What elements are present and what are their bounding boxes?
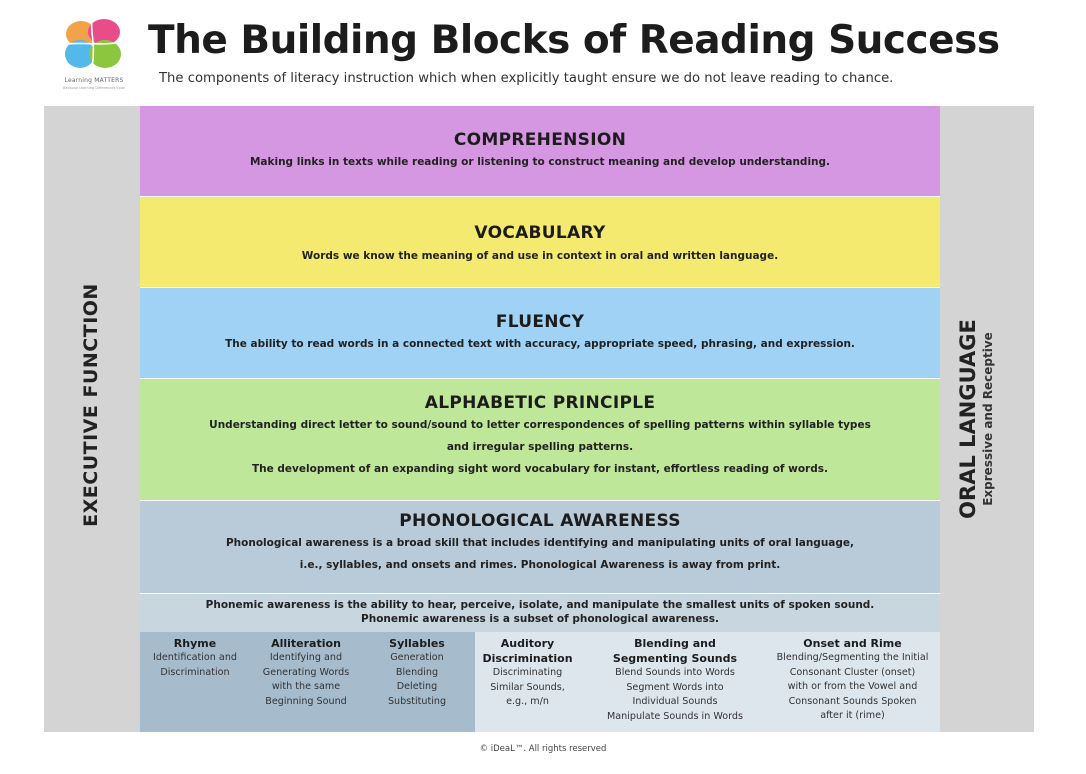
skill-line: Segment Words into: [626, 681, 724, 693]
block-description-line: and irregular spelling patterns.: [446, 441, 634, 453]
skill-title: Syllables: [389, 637, 445, 650]
skill-line: Consonant Cluster (onset): [789, 666, 916, 678]
phonological-skills-panel: [140, 632, 475, 732]
executive-function-label: EXECUTIVE FUNCTION: [80, 283, 102, 527]
header: Learning MATTERS Because Learning Differ…: [0, 0, 1086, 104]
skill-line: Identifying and: [269, 652, 343, 663]
page-subtitle: The components of literacy instruction w…: [159, 71, 894, 86]
block-description: Making links in texts while reading or l…: [249, 156, 831, 168]
skill-line: after it (rime): [820, 710, 885, 721]
skill-title: Segmenting Sounds: [612, 652, 738, 665]
executive-function-bar: EXECUTIVE FUNCTION: [44, 106, 140, 732]
brain-fold-lines: [67, 19, 121, 69]
block-title: PHONOLOGICAL AWARENESS: [399, 511, 681, 531]
skill-line: with or from the Vowel and: [787, 681, 918, 692]
brain-lobe-orange: [66, 21, 96, 47]
oral-language-label: ORAL LANGUAGE: [956, 319, 980, 519]
skill-column-syllables: Syllables Generation Blending Deleting S…: [362, 636, 472, 709]
block-description-line: Phonological awareness is a broad skill …: [225, 537, 855, 549]
skill-line: Identification and: [152, 652, 237, 663]
phonological-awareness-block: PHONOLOGICAL AWARENESS Phonological awar…: [140, 501, 940, 593]
page-title: The Building Blocks of Reading Success: [148, 18, 1000, 63]
block-description-line: The development of an expanding sight wo…: [252, 463, 828, 475]
brain-lobe-pink: [88, 19, 120, 45]
logo-tagline: Because Learning Differences Exist: [63, 86, 125, 90]
oral-language-bar: ORAL LANGUAGE Expressive and Receptive: [940, 106, 1034, 732]
skill-column-onset-rime: Onset and Rime Blending/Segmenting the I…: [765, 636, 940, 724]
skill-line: Manipulate Sounds in Words: [606, 710, 744, 722]
oral-language-sublabel: Expressive and Receptive: [981, 332, 995, 506]
phonemic-awareness-block: Phonemic awareness is the ability to hea…: [140, 594, 940, 732]
fluency-block: FLUENCY The ability to read words in a c…: [140, 288, 940, 378]
brain-logo-icon: [65, 19, 121, 69]
phonemic-intro-line: Phonemic awareness is a subset of phonol…: [361, 613, 719, 625]
skill-line: Beginning Sound: [265, 695, 347, 707]
vocabulary-block: VOCABULARY Words we know the meaning of …: [140, 197, 940, 287]
oral-language-text: ORAL LANGUAGE Expressive and Receptive: [956, 199, 1014, 639]
phonemic-intro: Phonemic awareness is the ability to hea…: [140, 598, 940, 626]
skill-line: Consonant Sounds Spoken: [788, 695, 917, 707]
skill-column-alliteration: Alliteration Identifying and Generating …: [250, 636, 362, 709]
block-title: FLUENCY: [495, 312, 585, 332]
phonemic-skills-panel: [475, 632, 940, 732]
block-description: Words we know the meaning of and use in …: [301, 250, 779, 262]
block-title: VOCABULARY: [474, 223, 606, 243]
phonemic-intro-line: Phonemic awareness is the ability to hea…: [205, 599, 875, 611]
block-title: COMPREHENSION: [453, 130, 627, 150]
skill-column-blending-segmenting: Blending and Segmenting Sounds Blend Sou…: [580, 636, 770, 724]
skill-line: Discrimination: [160, 666, 230, 678]
logo: Learning MATTERS Because Learning Differ…: [54, 14, 134, 96]
block-description-line: Understanding direct letter to sound/sou…: [209, 419, 871, 431]
skill-line: with the same: [271, 681, 341, 692]
skill-title: Alliteration: [271, 637, 341, 650]
skill-line: Individual Sounds: [632, 696, 718, 707]
skill-title: Blending and: [634, 637, 716, 650]
skill-line: Generation: [390, 652, 444, 663]
skill-line: Similar Sounds,: [490, 681, 565, 693]
logo-name: Learning MATTERS: [64, 77, 124, 84]
skill-column-auditory-discrimination: Auditory Discrimination Discriminating S…: [475, 636, 580, 710]
block-description-line: i.e., syllables, and onsets and rimes. P…: [299, 559, 781, 571]
skill-column-rhyme: Rhyme Identification and Discrimination: [140, 636, 250, 680]
skill-line: Discriminating: [492, 667, 563, 678]
skill-line: e.g., m/n: [506, 696, 549, 707]
comprehension-block: COMPREHENSION Making links in texts whil…: [140, 106, 940, 196]
skill-title: Rhyme: [173, 637, 217, 650]
alphabetic-principle-block: ALPHABETIC PRINCIPLE Understanding direc…: [140, 379, 940, 500]
skill-line: Blending/Segmenting the Initial: [776, 652, 929, 663]
brain-lobe-blue: [65, 40, 95, 68]
brain-lobe-green: [89, 40, 121, 68]
copyright-footer: © iDeaL™. All rights reserved: [479, 744, 607, 754]
skill-title: Auditory: [500, 637, 555, 650]
skill-line: Blend Sounds into Words: [615, 667, 735, 678]
skill-line: Substituting: [387, 695, 447, 707]
block-title: ALPHABETIC PRINCIPLE: [424, 393, 656, 413]
skill-title: Discrimination: [482, 652, 573, 665]
skill-line: Blending: [395, 666, 439, 678]
block-description: The ability to read words in a connected…: [225, 338, 855, 350]
skill-line: Generating Words: [262, 666, 350, 678]
skill-title: Onset and Rime: [803, 637, 902, 650]
skill-line: Deleting: [396, 681, 438, 692]
